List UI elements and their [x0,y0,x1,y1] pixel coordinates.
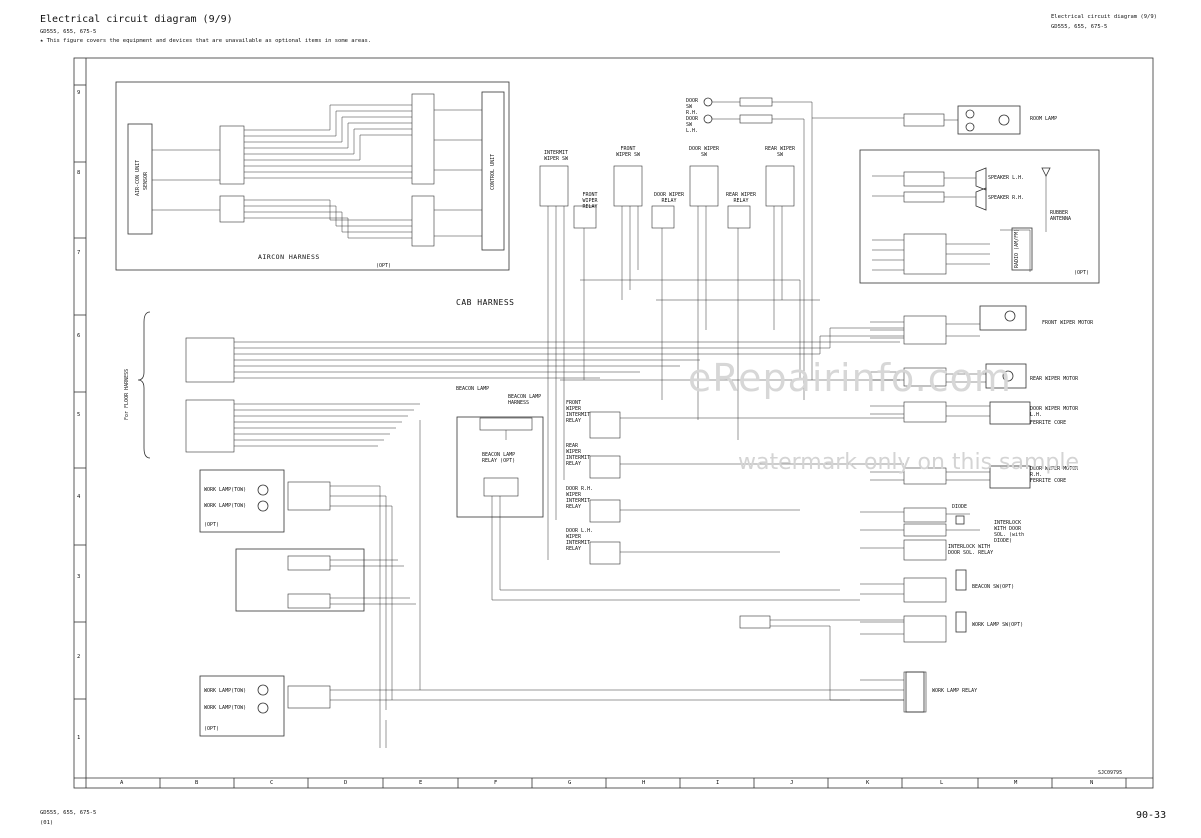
rear-wiper-sw-label: REAR WIPER SW [764,146,796,158]
col-label-f: F [494,780,498,786]
radio-opt-label: (OPT) [1074,270,1090,276]
beacon-harness-label: BEACON LAMP HARNESS [508,394,542,406]
front-wiper-sw-label: FRONT WIPER SW [615,146,641,158]
ferrite-core-label: FERRITE CORE [1030,420,1067,426]
cab-harness-label: CAB HARNESS [456,298,515,307]
row-label-9: 9 [77,90,81,96]
door-wiper-relay-label: DOOR WIPER RELAY [653,192,685,204]
floor-harness-label: For FLOOR HARNESS [124,368,130,420]
col-label-g: G [568,780,572,786]
col-label-l: L [940,780,944,786]
row-label-7: 7 [77,250,81,256]
speaker-rh-label: SPEAKER R.H. [988,195,1025,201]
col-label-k: K [866,780,870,786]
row-label-1: 1 [77,735,81,741]
row-label-8: 8 [77,170,81,176]
diode-label: DIODE [952,504,968,510]
drawing-code: SJC09795 [1098,770,1123,776]
col-label-i: I [716,780,720,786]
door-wiper-motor-lh-label: DOOR WIPER MOTOR L.H. [1030,406,1079,418]
work-lamp-label-1: WORK LAMP(TOW) [204,487,247,493]
row-label-4: 4 [77,494,81,500]
rear-wiper-intermit-relay-label: REAR WIPER INTERMIT RELAY [566,443,591,467]
row-label-5: 5 [77,412,81,418]
room-lamp-label: ROOM LAMP [1030,116,1058,122]
speaker-lh-label: SPEAKER L.H. [988,175,1025,181]
page-title: Electrical circuit diagram (9/9) [40,14,233,25]
rubber-antenna-label: RUBBER ANTENNA [1050,210,1072,222]
work-lamp-opt-label-2: (OPT) [204,726,220,732]
beacon-relay-label: BEACON LAMP RELAY (OPT) [482,452,516,464]
col-label-m: M [1014,780,1018,786]
aircon-harness-label: AIRCON HARNESS [258,253,320,261]
front-wiper-relay-label: FRONT WIPER RELAY [582,192,598,210]
col-label-h: H [642,780,646,786]
beacon-sw-label: BEACON SW(OPT) [972,584,1015,590]
row-label-3: 3 [77,574,81,580]
col-label-a: A [120,780,124,786]
sensor-label: SENSOR [143,171,149,190]
footer-models: GD555, 655, 675-5 [40,810,97,816]
watermark-site: eRepairinfo.com [688,356,1012,400]
work-lamp-sw-label: WORK LAMP SW(OPT) [972,622,1024,628]
footer-edition: (01) [40,820,54,826]
interlock-diode-label: INTERLOCK WITH DOOR SOL. (with DIODE) [994,520,1025,544]
work-lamp-relay-label: WORK LAMP RELAY [932,688,978,694]
rear-wiper-relay-label: REAR WIPER RELAY [725,192,757,204]
interlock-relay-label: INTERLOCK WITH DOOR SOL. RELAY [948,544,994,556]
row-label-2: 2 [77,654,81,660]
models-label-right: GD555, 655, 675-5 [1051,24,1108,30]
col-label-d: D [344,780,348,786]
note-text: ★ This figure covers the equipment and d… [40,38,372,44]
door-wiper-sw-label: DOOR WIPER SW [688,146,720,158]
front-wiper-intermit-relay-label: FRONT WIPER INTERMIT RELAY [566,400,591,424]
work-lamp-label-3: WORK LAMP(TOW) [204,688,247,694]
work-lamp-opt-label: (OPT) [204,522,220,528]
page-title-right: Electrical circuit diagram (9/9) [1051,14,1157,20]
col-label-j: J [790,780,794,786]
models-label: GD555, 655, 675-5 [40,29,97,35]
beacon-lamp-label: BEACON LAMP [456,386,490,392]
front-wiper-motor-label: FRONT WIPER MOTOR [1042,320,1094,326]
page-number: 90-33 [1136,810,1167,821]
door-lh-intermit-relay-label: DOOR L.H. WIPER INTERMIT RELAY [566,528,594,552]
rear-wiper-motor-label: REAR WIPER MOTOR [1030,376,1079,382]
work-lamp-label-4: WORK LAMP(TOW) [204,705,247,711]
door-sw-lh-label: DOOR SW L.H. [686,116,699,134]
aircon-opt-label: (OPT) [376,263,392,269]
col-label-n: N [1090,780,1094,786]
row-label-6: 6 [77,333,81,339]
radio-label: RADIO (AM/FM) [1014,228,1020,268]
col-label-e: E [419,780,423,786]
col-label-b: B [195,780,199,786]
watermark-note: watermark only on this sample [738,450,1080,475]
door-rh-intermit-relay-label: DOOR R.H. WIPER INTERMIT RELAY [566,486,594,510]
aircon-unit-label: AIR-CON UNIT [135,159,141,196]
work-lamp-label-2: WORK LAMP(TOW) [204,503,247,509]
ferrite-core-label-2: FERRITE CORE [1030,478,1067,484]
control-unit-label: CONTROL UNIT [490,153,496,190]
intermit-wiper-sw-label: INTERMIT WIPER SW [543,150,569,162]
door-sw-rh-label: DOOR SW R.H. [686,98,699,116]
door-wiper-motor-rh-label: DOOR WIPER MOTOR R.H. [1030,466,1079,478]
col-label-c: C [270,780,274,786]
